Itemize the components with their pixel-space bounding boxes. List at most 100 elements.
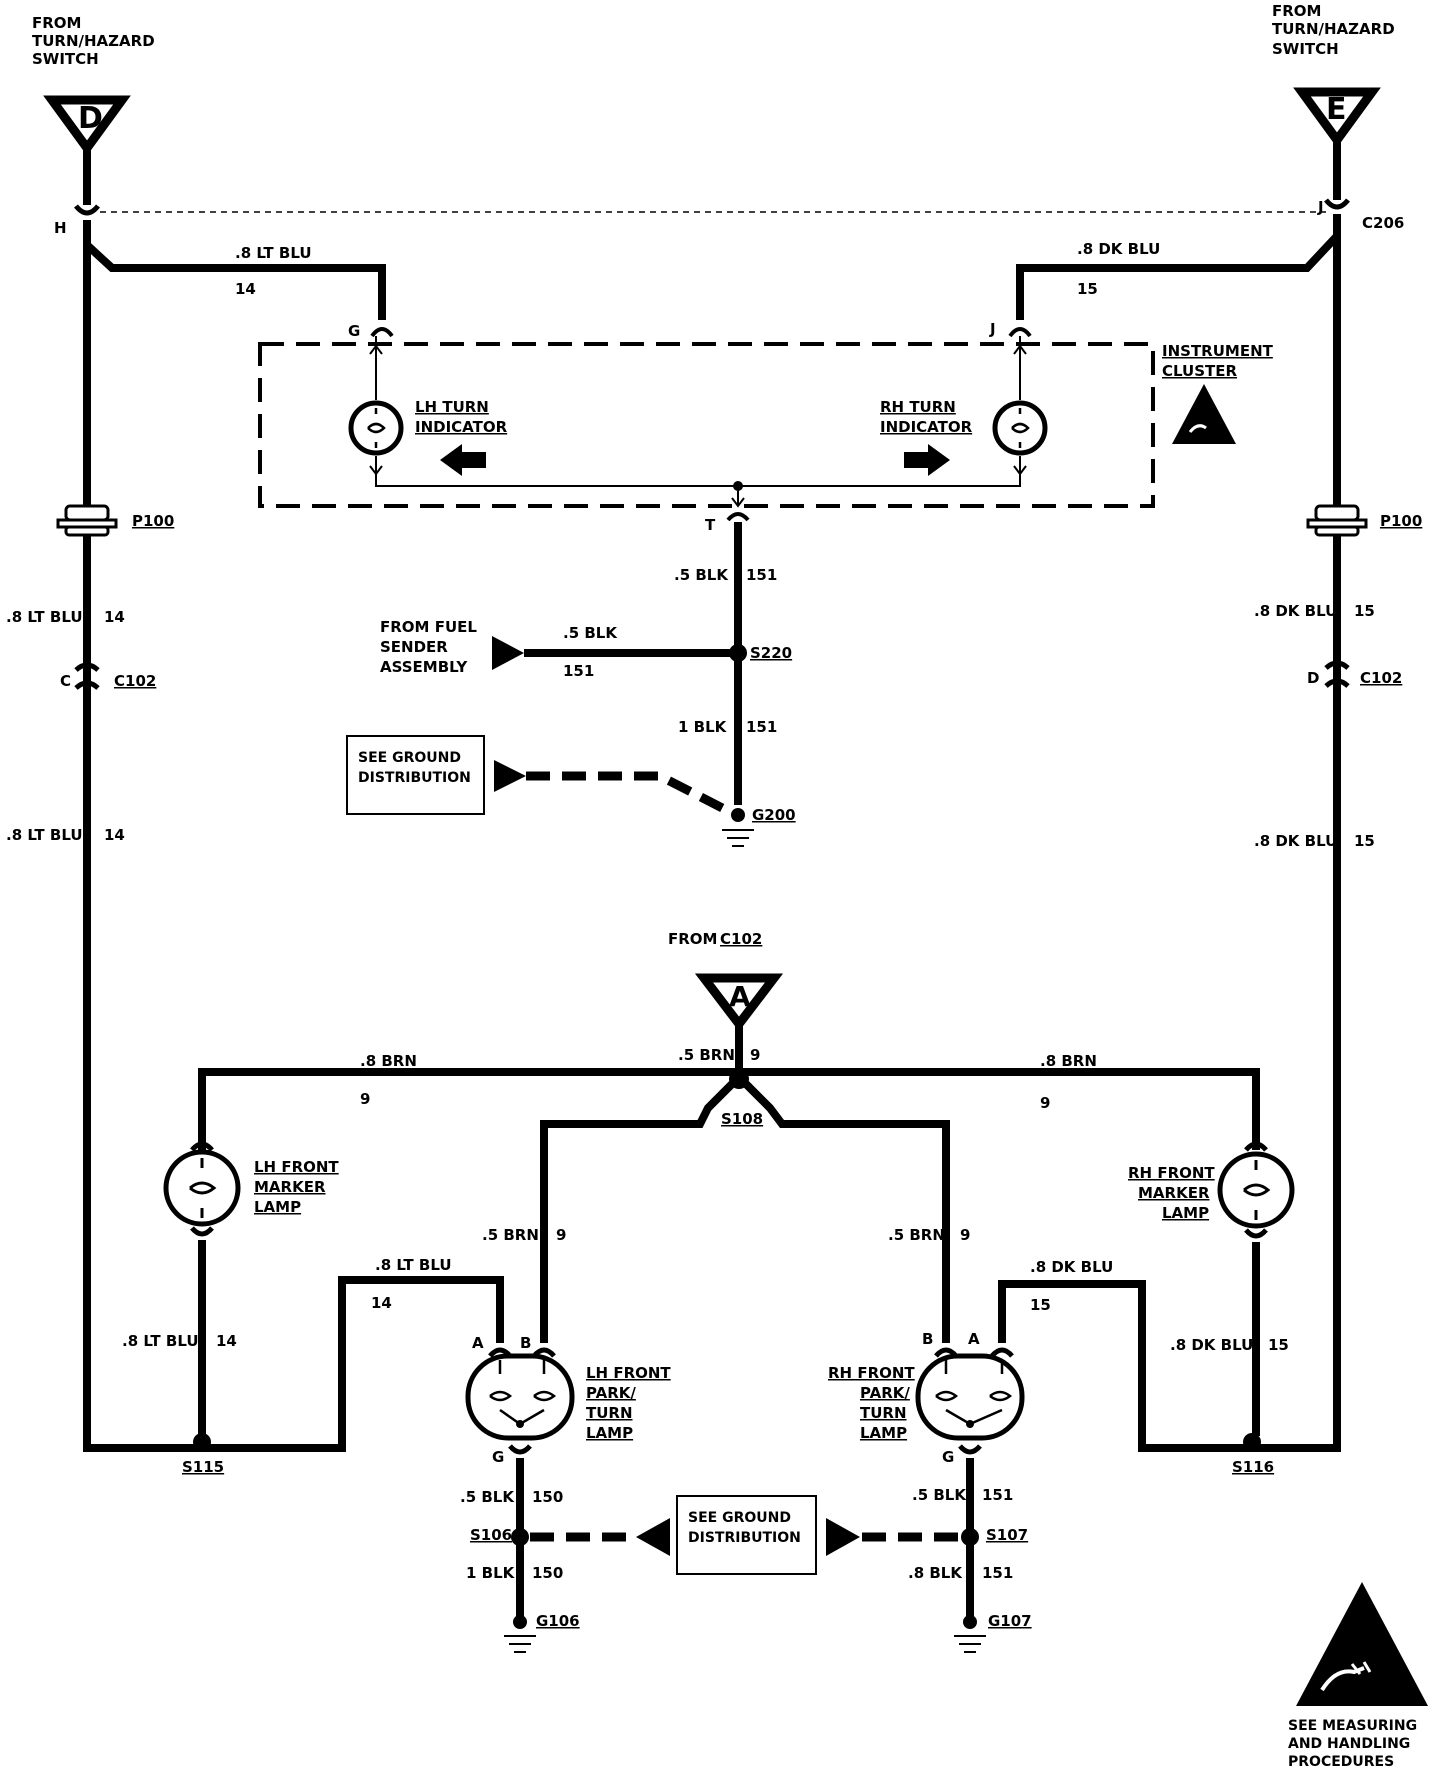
rh-park-l2: PARK/ (860, 1384, 910, 1402)
wire-9-lh: 9 (556, 1226, 566, 1244)
wire-brn-rh-park (743, 1081, 950, 1343)
lh-marker-pin-bottom (190, 1226, 214, 1237)
ground-dashed-top (526, 771, 733, 817)
lh-front-marker-lamp-icon (163, 1149, 241, 1227)
esd-note-l1: SEE MEASURING (1288, 1718, 1417, 1734)
g107-dot (963, 1615, 977, 1629)
ground-g106-icon (504, 1635, 536, 1653)
rh-park-l3: TURN (860, 1404, 907, 1422)
connector-d-triangle-icon: D (43, 95, 131, 156)
lh-turn-indicator-bulb-icon (348, 400, 404, 456)
wire-150-lh-2: 150 (532, 1564, 563, 1582)
wire-05-blk-lh: .5 BLK (460, 1488, 515, 1506)
svg-text:D: D (78, 101, 103, 136)
wire-1-blk-lh: 1 BLK (466, 1564, 516, 1582)
wire-dk-blu-rh-park (998, 1280, 1252, 1452)
pin-g-cluster-icon (370, 327, 394, 338)
lh-marker-pin-top (190, 1141, 214, 1152)
cluster-ground-lead (731, 486, 745, 508)
rh-park-l1: RH FRONT (828, 1364, 915, 1382)
pin-a-lh-label: A (472, 1334, 484, 1352)
wire-brn-lh-park (540, 1081, 735, 1343)
wire-dk-blu-right-1: .8 DK BLU (1254, 602, 1337, 620)
splice-s107-label: S107 (986, 1526, 1028, 1544)
wire-9-right: 9 (1040, 1094, 1050, 1112)
c102-left-label: C102 (114, 672, 156, 690)
rh-park-l4: LAMP (860, 1424, 907, 1442)
ground-box-bottom-l1: SEE GROUND (688, 1510, 791, 1526)
wire-dk-blu-rh-marker: .8 DK BLU (1170, 1336, 1253, 1354)
wire-15-rh-marker: 15 (1268, 1336, 1289, 1354)
wire-14-left-1: 14 (104, 608, 125, 626)
wire-lt-blu-left-2: .8 LT BLU (6, 826, 83, 844)
esd-note-l2: AND HANDLING (1288, 1736, 1410, 1752)
pin-j-cluster-label: J (989, 320, 996, 338)
instrument-cluster-box (258, 342, 1155, 508)
cluster-title-l1: INSTRUMENT (1162, 342, 1274, 360)
wire-lt-blu-lh-park (202, 1276, 504, 1452)
from-c102-from: FROM (668, 930, 717, 948)
wire-15-rh-park: 15 (1030, 1296, 1051, 1314)
rh-indicator-lead-top (1013, 336, 1027, 400)
ground-box-top-l1: SEE GROUND (358, 750, 461, 766)
wire-right-main (1252, 214, 1341, 1452)
pin-h-label: H (54, 219, 67, 237)
from-switch-left-l2: TURN/HAZARD (32, 32, 155, 50)
rh-turn-indicator-l1: RH TURN (880, 398, 956, 416)
connector-e-triangle-icon: E (1293, 87, 1381, 148)
rh-marker-l3: LAMP (1162, 1204, 1209, 1222)
lh-turn-indicator-l2: INDICATOR (415, 418, 508, 436)
lh-marker-l1: LH FRONT (254, 1158, 339, 1176)
lh-indicator-lead-top (369, 336, 383, 400)
pin-t-label: T (705, 516, 716, 534)
from-switch-right-l1: FROM (1272, 2, 1321, 20)
lh-park-l2: PARK/ (586, 1384, 636, 1402)
lh-marker-l3: LAMP (254, 1198, 301, 1216)
wire-left-main (83, 220, 202, 1452)
wire-14-lh-park: 14 (371, 1294, 392, 1312)
wire-14-left-2: 14 (104, 826, 125, 844)
ground-g106-label: G106 (536, 1612, 580, 1630)
splice-s106-label: S106 (470, 1526, 512, 1544)
splice-s108-dot (729, 1069, 749, 1089)
wire-150-lh-1: 150 (532, 1488, 563, 1506)
pin-j-top-label: J (1317, 198, 1324, 216)
pin-t-icon (726, 512, 750, 522)
rh-marker-pin-top (1244, 1141, 1268, 1152)
connector-c206-label: C206 (1362, 214, 1404, 232)
connector-a-triangle-icon: A (694, 973, 784, 1032)
from-switch-right-l3: SWITCH (1272, 40, 1339, 58)
svg-text:A: A (729, 980, 751, 1013)
rh-marker-l2: MARKER (1138, 1184, 1210, 1202)
splice-s107-dot (961, 1528, 979, 1546)
fuel-sender-arrow-icon (492, 636, 524, 670)
ground-distribution-box-bottom (676, 1495, 817, 1575)
pin-b-rh-label: B (922, 1330, 933, 1348)
ground-arrow-top-icon (494, 760, 526, 792)
wire-15-right-1: 15 (1354, 602, 1375, 620)
wire-dk-blu-top: .8 DK BLU (1077, 240, 1160, 258)
wire-151-fuel: 151 (563, 662, 594, 680)
from-c102-label: C102 (720, 930, 762, 948)
splice-s116-dot (1243, 1433, 1261, 1451)
svg-text:E: E (1326, 92, 1347, 127)
lh-front-park-turn-lamp-icon (465, 1353, 575, 1441)
wire-9-center: 9 (750, 1046, 760, 1064)
left-arrow-icon (440, 444, 486, 476)
pin-g-rh-label: G (942, 1448, 954, 1466)
c102-right-label: C102 (1360, 669, 1402, 687)
ground-box-top-l2: DISTRIBUTION (358, 770, 471, 786)
lh-marker-l2: MARKER (254, 1178, 326, 1196)
wire-15-right-2: 15 (1354, 832, 1375, 850)
right-arrow-icon (904, 444, 950, 476)
wire-151-rh-2: 151 (982, 1564, 1013, 1582)
wire-left-to-cluster (84, 242, 386, 320)
connector-h-pin-icon (74, 204, 100, 216)
wire-lt-blu-top: .8 LT BLU (235, 244, 312, 262)
fuel-sender-l1: FROM FUEL (380, 618, 477, 636)
rh-front-marker-lamp-icon (1217, 1151, 1295, 1229)
wire-08-brn-left: .8 BRN (360, 1052, 417, 1070)
fuel-sender-l2: SENDER (380, 638, 448, 656)
